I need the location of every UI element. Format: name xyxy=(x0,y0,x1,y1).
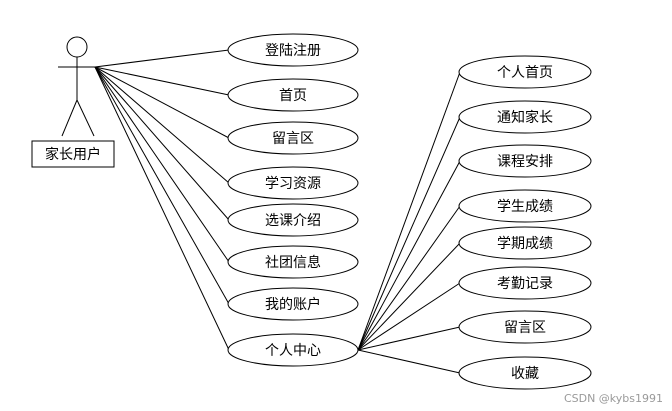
use-case-label: 课程安排 xyxy=(497,154,553,170)
use-case-label: 学习资源 xyxy=(265,176,321,192)
use-case-label: 收藏 xyxy=(511,366,539,382)
use-case-label: 留言区 xyxy=(272,131,314,147)
use-case-label: 我的账户 xyxy=(265,296,321,313)
use-case-label: 个人中心 xyxy=(265,343,321,359)
use-case-label: 考勤记录 xyxy=(497,276,553,292)
use-case-left-4: 选课介绍 xyxy=(227,203,359,237)
association-line-right-6 xyxy=(357,326,461,351)
association-line-left-3 xyxy=(94,66,230,184)
association-line-left-1 xyxy=(94,66,230,96)
use-case-label: 学期成绩 xyxy=(497,236,553,252)
use-case-left-2: 留言区 xyxy=(227,121,359,155)
use-case-right-0: 个人首页 xyxy=(458,55,592,89)
use-case-left-3: 学习资源 xyxy=(227,166,359,200)
association-line-right-4 xyxy=(357,242,461,351)
use-case-ellipse xyxy=(227,121,359,155)
use-case-label: 个人首页 xyxy=(497,65,553,81)
use-case-ellipse xyxy=(227,33,359,67)
use-case-right-6: 留言区 xyxy=(458,310,592,344)
use-case-ellipse xyxy=(227,245,359,279)
use-case-label: 留言区 xyxy=(504,320,546,336)
use-case-ellipse xyxy=(458,100,592,134)
use-case-ellipse xyxy=(227,333,359,367)
actor-label: 家长用户 xyxy=(45,146,101,163)
association-lines xyxy=(94,49,461,374)
use-case-left-6: 我的账户 xyxy=(227,287,359,321)
use-case-left-5: 社团信息 xyxy=(227,245,359,279)
use-case-label: 登陆注册 xyxy=(265,43,321,59)
association-line-left-0 xyxy=(94,49,230,68)
use-case-label: 首页 xyxy=(279,88,307,104)
use-case-ellipse xyxy=(458,310,592,344)
association-line-left-6 xyxy=(94,66,230,305)
use-case-ellipse xyxy=(458,144,592,178)
association-line-right-2 xyxy=(357,160,461,351)
association-line-right-7 xyxy=(357,349,461,374)
use-case-right-4: 学期成绩 xyxy=(458,226,592,260)
watermark: CSDN @kybs1991 xyxy=(564,392,663,405)
use-case-left-0: 登陆注册 xyxy=(227,33,359,67)
use-case-ellipse xyxy=(458,189,592,223)
use-case-ellipse xyxy=(227,78,359,112)
use-case-label: 社团信息 xyxy=(265,254,321,271)
use-case-right-2: 课程安排 xyxy=(458,144,592,178)
use-case-ellipse xyxy=(227,203,359,237)
association-line-left-2 xyxy=(94,66,230,139)
use-case-right-5: 考勤记录 xyxy=(458,266,592,300)
association-line-left-7 xyxy=(94,66,230,351)
use-case-label: 通知家长 xyxy=(497,109,553,126)
association-line-right-5 xyxy=(357,282,461,351)
actor-figure xyxy=(58,36,96,137)
use-case-ellipse xyxy=(458,266,592,300)
actor-right-leg xyxy=(76,99,95,137)
association-line-right-3 xyxy=(357,205,461,351)
association-line-right-0 xyxy=(357,71,461,351)
use-case-right-7: 收藏 xyxy=(458,356,592,390)
use-case-ellipse xyxy=(227,287,359,321)
use-case-label: 选课介绍 xyxy=(265,213,321,229)
use-case-right-1: 通知家长 xyxy=(458,100,592,134)
association-line-left-5 xyxy=(94,66,230,263)
use-case-ellipse xyxy=(458,55,592,89)
use-case-label: 学生成绩 xyxy=(497,199,553,215)
use-case-left-7: 个人中心 xyxy=(227,333,359,367)
use-case-left-1: 首页 xyxy=(227,78,359,112)
association-line-left-4 xyxy=(94,66,230,221)
actor-head xyxy=(66,36,88,58)
association-line-right-1 xyxy=(357,116,461,351)
use-case-right-3: 学生成绩 xyxy=(458,189,592,223)
use-case-ellipse xyxy=(458,226,592,260)
actor-left-leg xyxy=(61,99,78,137)
use-case-ellipse xyxy=(458,356,592,390)
use-case-ellipse xyxy=(227,166,359,200)
actor-label-box: 家长用户 xyxy=(31,140,115,168)
